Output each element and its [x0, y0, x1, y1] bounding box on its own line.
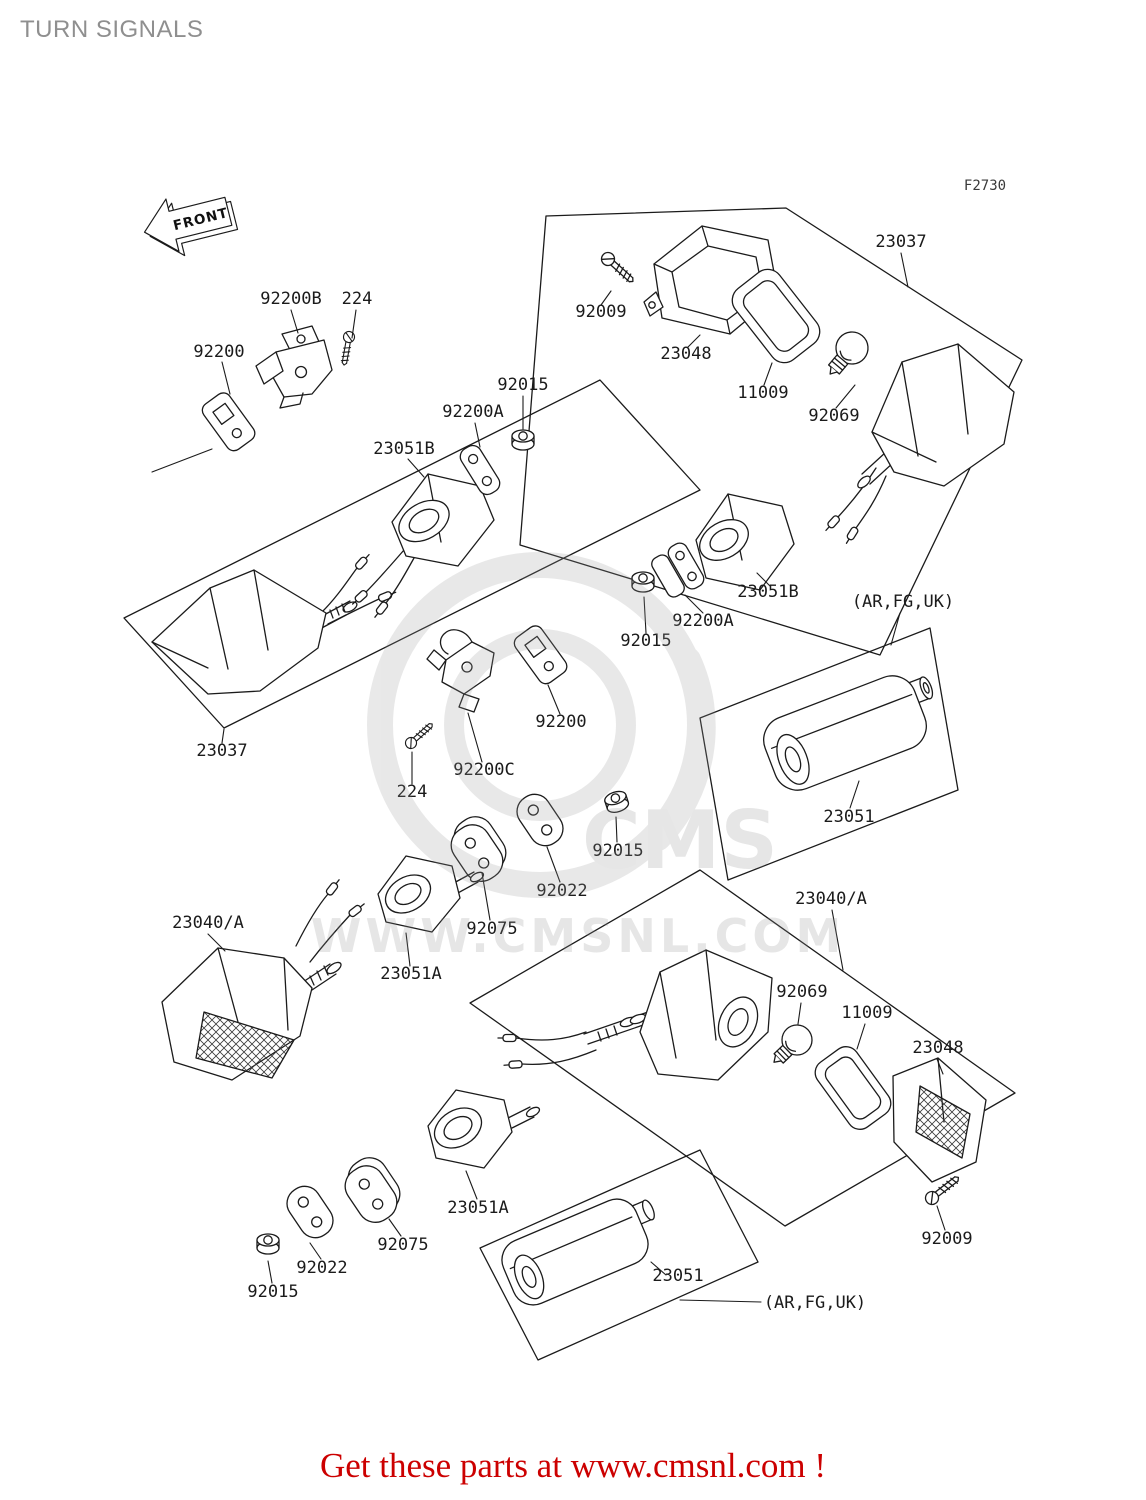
- part-label-92200c: 92200C: [453, 760, 514, 780]
- part-gasket-11009-1: [731, 268, 821, 364]
- part-bracket-92200c: [426, 629, 495, 713]
- part-nut-92015-1: [511, 429, 535, 451]
- part-lens-23048-2: [892, 1057, 987, 1183]
- group-box-23040a-right: [469, 869, 1016, 1227]
- part-label-11009-2: 11009: [841, 1003, 892, 1023]
- part-bracket-92200a-1: [459, 444, 501, 496]
- part-gasket-11009-2: [814, 1046, 892, 1130]
- leader-lines: [151, 252, 946, 1303]
- part-label-224-1: 224: [342, 289, 373, 309]
- part-label-23051a-1: 23051A: [380, 964, 441, 984]
- part-bracket-92200a-2: [651, 542, 705, 598]
- part-label-92015-2: 92015: [620, 631, 671, 651]
- part-label-92200b: 92200B: [260, 289, 321, 309]
- part-label-92200a-2: 92200A: [672, 611, 733, 631]
- part-lamp-23051b-1: [349, 473, 495, 620]
- part-label-92075-2: 92075: [377, 1235, 428, 1255]
- group-box-23037-left: [123, 379, 701, 729]
- footer-parts-link[interactable]: Get these parts at www.cmsnl.com !: [319, 1446, 827, 1485]
- part-lamp-23040a-left: [161, 877, 367, 1081]
- part-label-ar-fg-uk-2: (AR,FG,UK): [764, 1293, 866, 1313]
- part-bracket-92200b: [255, 325, 333, 409]
- part-label-92075-1: 92075: [466, 919, 517, 939]
- part-gasket-92022-2: [280, 1179, 340, 1245]
- part-label-23037-right: 23037: [875, 232, 926, 252]
- part-screw-224-2: [402, 719, 437, 752]
- part-nut-92015-4: [256, 1233, 280, 1255]
- front-arrow: FRONT: [143, 196, 239, 257]
- part-label-224-2: 224: [397, 782, 428, 802]
- part-plate-92200-1: [201, 392, 256, 452]
- part-bulb-92069-2: [773, 1024, 813, 1064]
- group-box-23037-right: [519, 207, 1023, 656]
- part-plate-92200-2: [513, 625, 568, 685]
- part-label-92069-1: 92069: [808, 406, 859, 426]
- part-label-92015-3: 92015: [592, 841, 643, 861]
- part-label-92015-1: 92015: [497, 375, 548, 395]
- watermark: CMS WWW.CMSNL.COM: [311, 552, 846, 963]
- part-lamp-23051a-2: [427, 1089, 541, 1169]
- group-box-ar-fg-uk-2: [479, 1149, 759, 1361]
- part-label-92200-2: 92200: [535, 712, 586, 732]
- part-label-23051a-2: 23051A: [447, 1198, 508, 1218]
- part-label-23051-2: 23051: [652, 1266, 703, 1286]
- part-label-23037-left: 23037: [196, 741, 247, 761]
- part-damper-23051-2: [501, 1198, 655, 1306]
- part-label-23040a-right: 23040/A: [795, 889, 867, 909]
- group-box-ar-fg-uk-1: [699, 627, 959, 881]
- part-lamp-23037-right: [822, 343, 1015, 546]
- part-label-23051b-1: 23051B: [373, 439, 434, 459]
- part-label-92022-1: 92022: [536, 881, 587, 901]
- part-label-23051-1: 23051: [823, 807, 874, 827]
- part-lamp-23051a-1: [377, 855, 485, 933]
- part-labels: 92200B 224 92200 23051B 92200A 92015 920…: [172, 232, 972, 1313]
- figure-code: F2730: [964, 178, 1006, 194]
- page-title: TURN SIGNALS: [20, 16, 204, 43]
- part-label-23048-2: 23048: [912, 1038, 963, 1058]
- part-screw-92009-1: [598, 249, 638, 287]
- part-label-ar-fg-uk-1: (AR,FG,UK): [852, 592, 954, 612]
- part-label-92022-2: 92022: [296, 1258, 347, 1278]
- part-lamp-23037-left: [151, 551, 398, 695]
- part-label-92069-2: 92069: [776, 982, 827, 1002]
- part-screw-224-1: [338, 330, 356, 367]
- part-label-23048-1: 23048: [660, 344, 711, 364]
- part-damper-92075-2: [334, 1150, 411, 1230]
- part-lamp-23051b-2: [695, 493, 795, 591]
- part-label-92015-4: 92015: [247, 1282, 298, 1302]
- part-damper-23051-1: [763, 675, 934, 791]
- part-lamp-23040a-right: [497, 949, 773, 1081]
- watermark-url: WWW.CMSNL.COM: [311, 909, 846, 963]
- part-label-92009-1: 92009: [575, 302, 626, 322]
- watermark-logo: CMS: [582, 794, 778, 887]
- part-label-11009-1: 11009: [737, 383, 788, 403]
- part-label-92200a-1: 92200A: [442, 402, 503, 422]
- part-label-92200-1: 92200: [193, 342, 244, 362]
- part-bulb-92069-1: [827, 331, 869, 375]
- part-label-23051b-2: 23051B: [737, 582, 798, 602]
- part-label-23040a-left: 23040/A: [172, 913, 244, 933]
- part-label-92009-2: 92009: [921, 1229, 972, 1249]
